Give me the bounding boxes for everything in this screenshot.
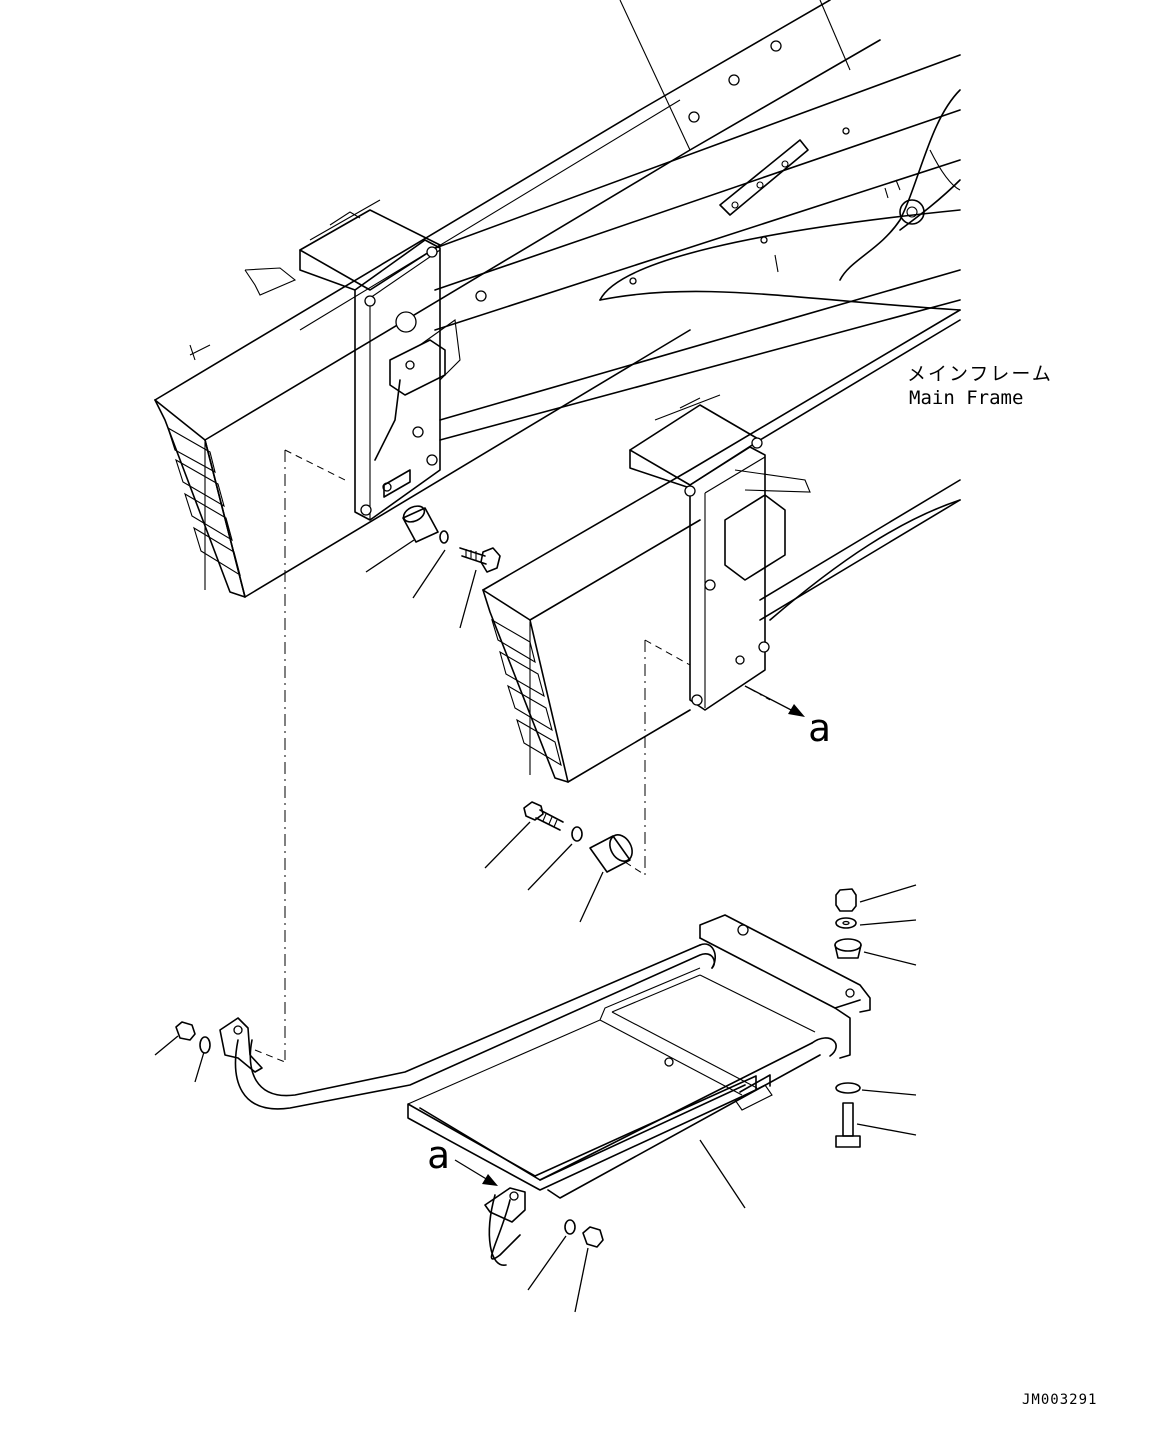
- step-right-hardware: [834, 888, 862, 1148]
- main-frame-label-jp: メインフレーム: [907, 363, 1053, 385]
- main-frame-rear-pivot: [839, 89, 961, 281]
- assembly-center-lines: [254, 449, 771, 1063]
- lower-fastener-set: [523, 801, 633, 873]
- right-mount-bracket: [629, 394, 811, 711]
- main-frame-right-member: [482, 309, 961, 783]
- left-mount-bracket: [189, 199, 461, 521]
- main-frame-left-member: [154, 0, 881, 598]
- step-assembly: [219, 914, 871, 1266]
- drawing-code: JM003291: [1022, 1392, 1097, 1408]
- view-ref-label-lower: a: [427, 1133, 450, 1177]
- leader-lines: [154, 539, 917, 1313]
- view-ref-label-upper: a: [808, 706, 831, 750]
- upper-fastener-set: [402, 505, 501, 573]
- view-ref-arrows: [454, 685, 805, 1186]
- step-left-hardware: [175, 1021, 604, 1248]
- main-frame-label-en: Main Frame: [909, 387, 1023, 409]
- main-frame-upper-rail: [429, 0, 961, 441]
